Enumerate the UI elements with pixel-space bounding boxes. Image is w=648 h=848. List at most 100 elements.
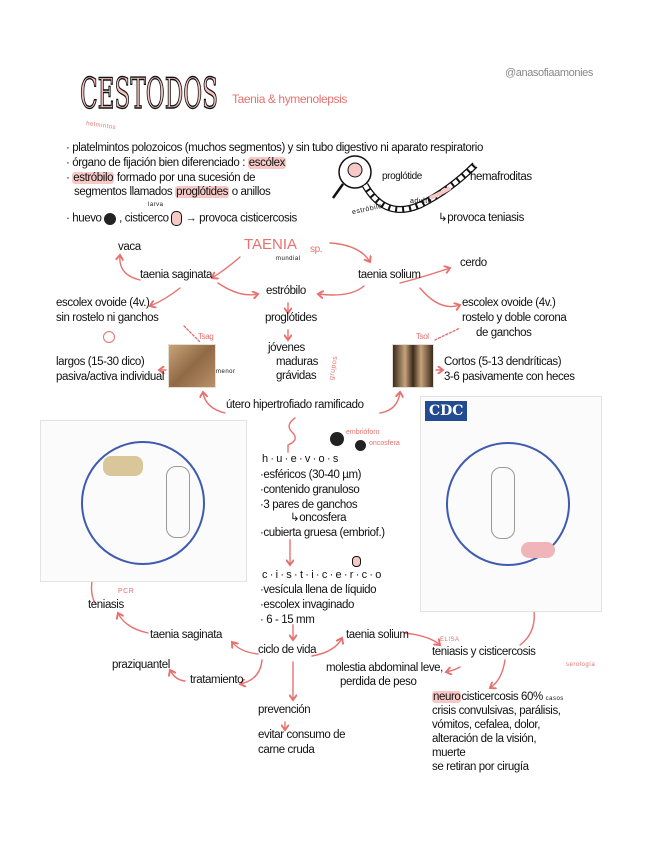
teniasis-saginata: teniasis bbox=[88, 599, 124, 611]
sintoma-2: perdida de peso bbox=[340, 676, 417, 688]
estrobilo: estróbilo bbox=[266, 285, 306, 297]
teniasis-cisticercosis: teniasis y cisticercosis bbox=[432, 646, 536, 658]
escolex-term: escólex bbox=[247, 157, 286, 169]
neurocisticercosis: neurocisticercosis 60% casos bbox=[432, 690, 564, 704]
serologia-note: serología bbox=[566, 662, 596, 668]
page-subtitle: Taenia & hymenolepsis bbox=[232, 92, 348, 106]
page-title: CESTODOS bbox=[80, 69, 219, 118]
provoca-cisticercosis: → provoca cisticercosis bbox=[185, 212, 297, 225]
tratamiento: tratamiento bbox=[190, 674, 244, 686]
proglotides-term: proglótides bbox=[175, 186, 229, 198]
solium-escolex-3: de ganchos bbox=[476, 327, 532, 339]
prevencion-text-1: evitar consumo de bbox=[258, 729, 346, 741]
cycle-ring bbox=[81, 441, 205, 565]
taenia-saginata-proglottid-photo bbox=[168, 344, 216, 388]
worm-label-hemafroditas: hemafroditas bbox=[470, 171, 532, 183]
worm-label-adulto: adulto bbox=[410, 198, 433, 205]
saginata-escolex-1: escolex ovoide (4v.) bbox=[56, 297, 150, 309]
host-cerdo: cerdo bbox=[460, 257, 487, 269]
solium-escolex-2: rostelo y doble corona bbox=[462, 312, 567, 324]
proglotides: proglótides bbox=[265, 312, 317, 324]
bullet-text: segmentos llamados bbox=[74, 186, 173, 198]
casos-note: casos bbox=[545, 696, 564, 702]
cisticerco-label: , cisticerco bbox=[119, 212, 169, 225]
bullet-segmentos: segmentos llamados proglótides o anillos bbox=[74, 185, 271, 199]
huevos-item: ↳oncosfera bbox=[290, 512, 347, 524]
bullet-text: · órgano de fijación bien diferenciado : bbox=[66, 157, 245, 169]
ciclo-center: ciclo de vida bbox=[258, 644, 317, 656]
tsol-label: Tsol bbox=[416, 332, 429, 341]
bullet-text: formado por una sucesión de bbox=[116, 172, 256, 184]
huevos-item: ·3 pares de ganchos bbox=[260, 499, 358, 511]
cysticercus-icon bbox=[352, 556, 361, 567]
cisticerco-item: ·vesícula llena de líquido bbox=[260, 584, 377, 596]
taenia-solium-proglottid-photo bbox=[392, 344, 434, 388]
cdc-logo: CDC bbox=[425, 401, 468, 421]
stage-gravidas: grávidas bbox=[276, 370, 317, 382]
no-hooks-icon bbox=[103, 331, 115, 343]
praziquantel: praziquantel bbox=[112, 659, 170, 671]
worm-label-proglotide: proglótide bbox=[382, 171, 422, 182]
stage-maduras: maduras bbox=[276, 356, 318, 368]
menor-note: menor bbox=[216, 369, 236, 375]
taenia-solium: taenia solium bbox=[358, 269, 421, 281]
neuro-rest: cisticercosis 60% bbox=[461, 691, 543, 703]
saginata-escolex-2: sin rostelo ni ganchos bbox=[56, 312, 159, 324]
author-handle: @anasofiaamonies bbox=[505, 67, 593, 79]
solium-proglotides-2: 3-6 pasivamente con heces bbox=[444, 371, 575, 383]
huevos-item: ·contenido granuloso bbox=[260, 484, 360, 496]
utero-ramificado: útero hipertrofiado ramificado bbox=[226, 399, 364, 411]
egg-icon bbox=[104, 212, 117, 225]
neuro-item: vómitos, cefalea, dolor, bbox=[432, 719, 541, 731]
bullet-text: o anillos bbox=[231, 186, 271, 198]
saginata-proglotides-2: pasiva/activa individual bbox=[56, 371, 165, 383]
saginata-lifecycle-diagram bbox=[40, 420, 247, 582]
ciclo-saginata: taenia saginata bbox=[150, 629, 223, 641]
cycle-ring bbox=[446, 442, 570, 566]
human-icon bbox=[166, 466, 190, 538]
tsag-label: Tsag bbox=[198, 332, 214, 341]
cisticerco-item: · 6 - 15 mm bbox=[260, 614, 315, 626]
solium-escolex-1: escolex ovoide (4v.) bbox=[462, 297, 556, 309]
huevos-item: ·esféricos (30-40 µm) bbox=[260, 469, 362, 481]
taenia-sp: sp. bbox=[310, 244, 323, 255]
tapeworm-drawing bbox=[331, 155, 478, 213]
saginata-proglotides-1: largos (15-30 dico) bbox=[56, 356, 145, 368]
huevos-item: ·cubierta gruesa (embriof.) bbox=[260, 527, 385, 539]
cisticerco-item: ·escolex invaginado bbox=[260, 599, 355, 611]
host-vaca: vaca bbox=[118, 241, 141, 253]
cow-icon bbox=[103, 456, 143, 476]
pcr-note: PCR bbox=[118, 588, 135, 595]
bullet-huevo: · huevo , cisticerco → provoca cisticerc… bbox=[66, 211, 297, 226]
mundial-note: mundial bbox=[276, 256, 301, 262]
cysticercus-icon bbox=[171, 211, 183, 226]
provoca-teniasis: ↳provoca teniasis bbox=[438, 212, 524, 224]
larva-note: larva bbox=[148, 202, 164, 208]
ciclo-solium: taenia solium bbox=[346, 629, 409, 641]
embrioforo-label: embrióforo bbox=[346, 429, 380, 436]
human-icon bbox=[491, 467, 515, 539]
bullet-estrobilo: · estróbilo formado por una sucesión de bbox=[66, 172, 256, 184]
magnifier-icon bbox=[338, 155, 372, 189]
cisticerco-title: c · i · s · t · i · c · e · r · c · o bbox=[262, 569, 382, 581]
huevo-label: · huevo bbox=[66, 212, 102, 225]
estrobilo-term: estróbilo bbox=[72, 172, 115, 184]
oncosfera-label: oncosfera bbox=[369, 440, 400, 447]
oncosfera-icon bbox=[355, 440, 366, 451]
neuro-highlight: neuro bbox=[432, 691, 462, 703]
prevencion-text-2: carne cruda bbox=[258, 744, 315, 756]
bullet-platelmintos: · platelmintos polozoicos (muchos segmen… bbox=[66, 142, 483, 154]
elisa-note: ELISA bbox=[440, 637, 460, 643]
neuro-item: se retiran por cirugía bbox=[432, 761, 529, 773]
embrioforo-icon bbox=[330, 432, 344, 446]
pig-icon bbox=[521, 542, 555, 558]
stage-jovenes: jóvenes bbox=[268, 342, 305, 354]
neuro-item: alteración de la visión, bbox=[432, 733, 537, 745]
bullet-organo: · órgano de fijación bien diferenciado :… bbox=[66, 156, 286, 170]
taenia-title: TAENIA bbox=[244, 236, 298, 253]
neuro-item: crisis convulsivas, parálisis, bbox=[432, 705, 561, 717]
sintoma-1: molestia abdominal leve, bbox=[326, 662, 443, 674]
solium-proglotides-1: Cortos (5-13 dendríticas) bbox=[444, 356, 562, 368]
solium-lifecycle-diagram: CDC bbox=[420, 396, 602, 612]
